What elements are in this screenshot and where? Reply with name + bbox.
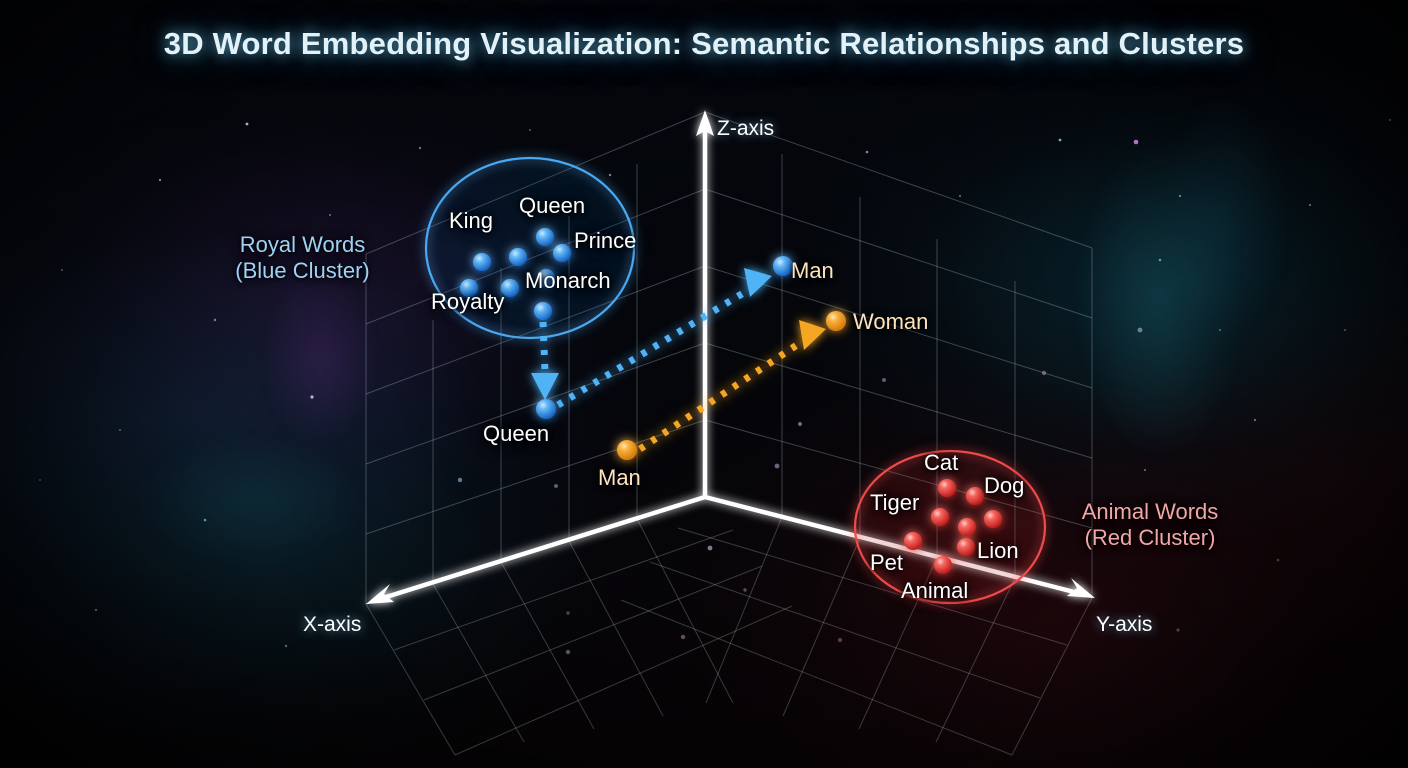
royal-point bbox=[473, 253, 491, 271]
animal-point bbox=[957, 538, 975, 556]
royal-point bbox=[501, 279, 519, 297]
royal-point bbox=[460, 279, 478, 297]
animal-point bbox=[938, 479, 956, 497]
animal-cluster-circle bbox=[853, 449, 1047, 605]
royal-point bbox=[537, 269, 555, 287]
man-blue-point bbox=[773, 256, 793, 276]
queen-point bbox=[536, 399, 556, 419]
animal-cluster-points bbox=[904, 479, 1002, 574]
animal-point bbox=[904, 532, 922, 550]
animal-point bbox=[966, 487, 984, 505]
royal-point bbox=[553, 244, 571, 262]
vector-queen-to-man bbox=[556, 268, 772, 408]
woman-point bbox=[826, 311, 846, 331]
grid-floor bbox=[365, 496, 1093, 756]
royal-cluster-circle bbox=[424, 156, 636, 340]
man-orange-point bbox=[617, 440, 637, 460]
analogy-vectors bbox=[531, 268, 826, 452]
royal-point bbox=[536, 228, 554, 246]
starfield bbox=[39, 119, 1391, 655]
royal-point bbox=[509, 248, 527, 266]
x-axis-arrowhead bbox=[366, 584, 394, 604]
royal-point bbox=[534, 302, 552, 320]
cluster-boundaries bbox=[424, 156, 1047, 605]
z-axis-arrowhead bbox=[696, 110, 714, 136]
y-axis-arrowhead bbox=[1067, 578, 1095, 598]
vector-man-to-woman bbox=[638, 320, 826, 452]
x-axis-line bbox=[380, 494, 708, 601]
animal-point bbox=[984, 510, 1002, 528]
vector-royalty-to-queen bbox=[531, 321, 559, 400]
animal-point bbox=[934, 556, 952, 574]
vector-endpoints bbox=[536, 256, 846, 460]
royal-cluster-points bbox=[460, 228, 571, 320]
animal-point bbox=[931, 508, 949, 526]
animal-point bbox=[958, 518, 976, 536]
